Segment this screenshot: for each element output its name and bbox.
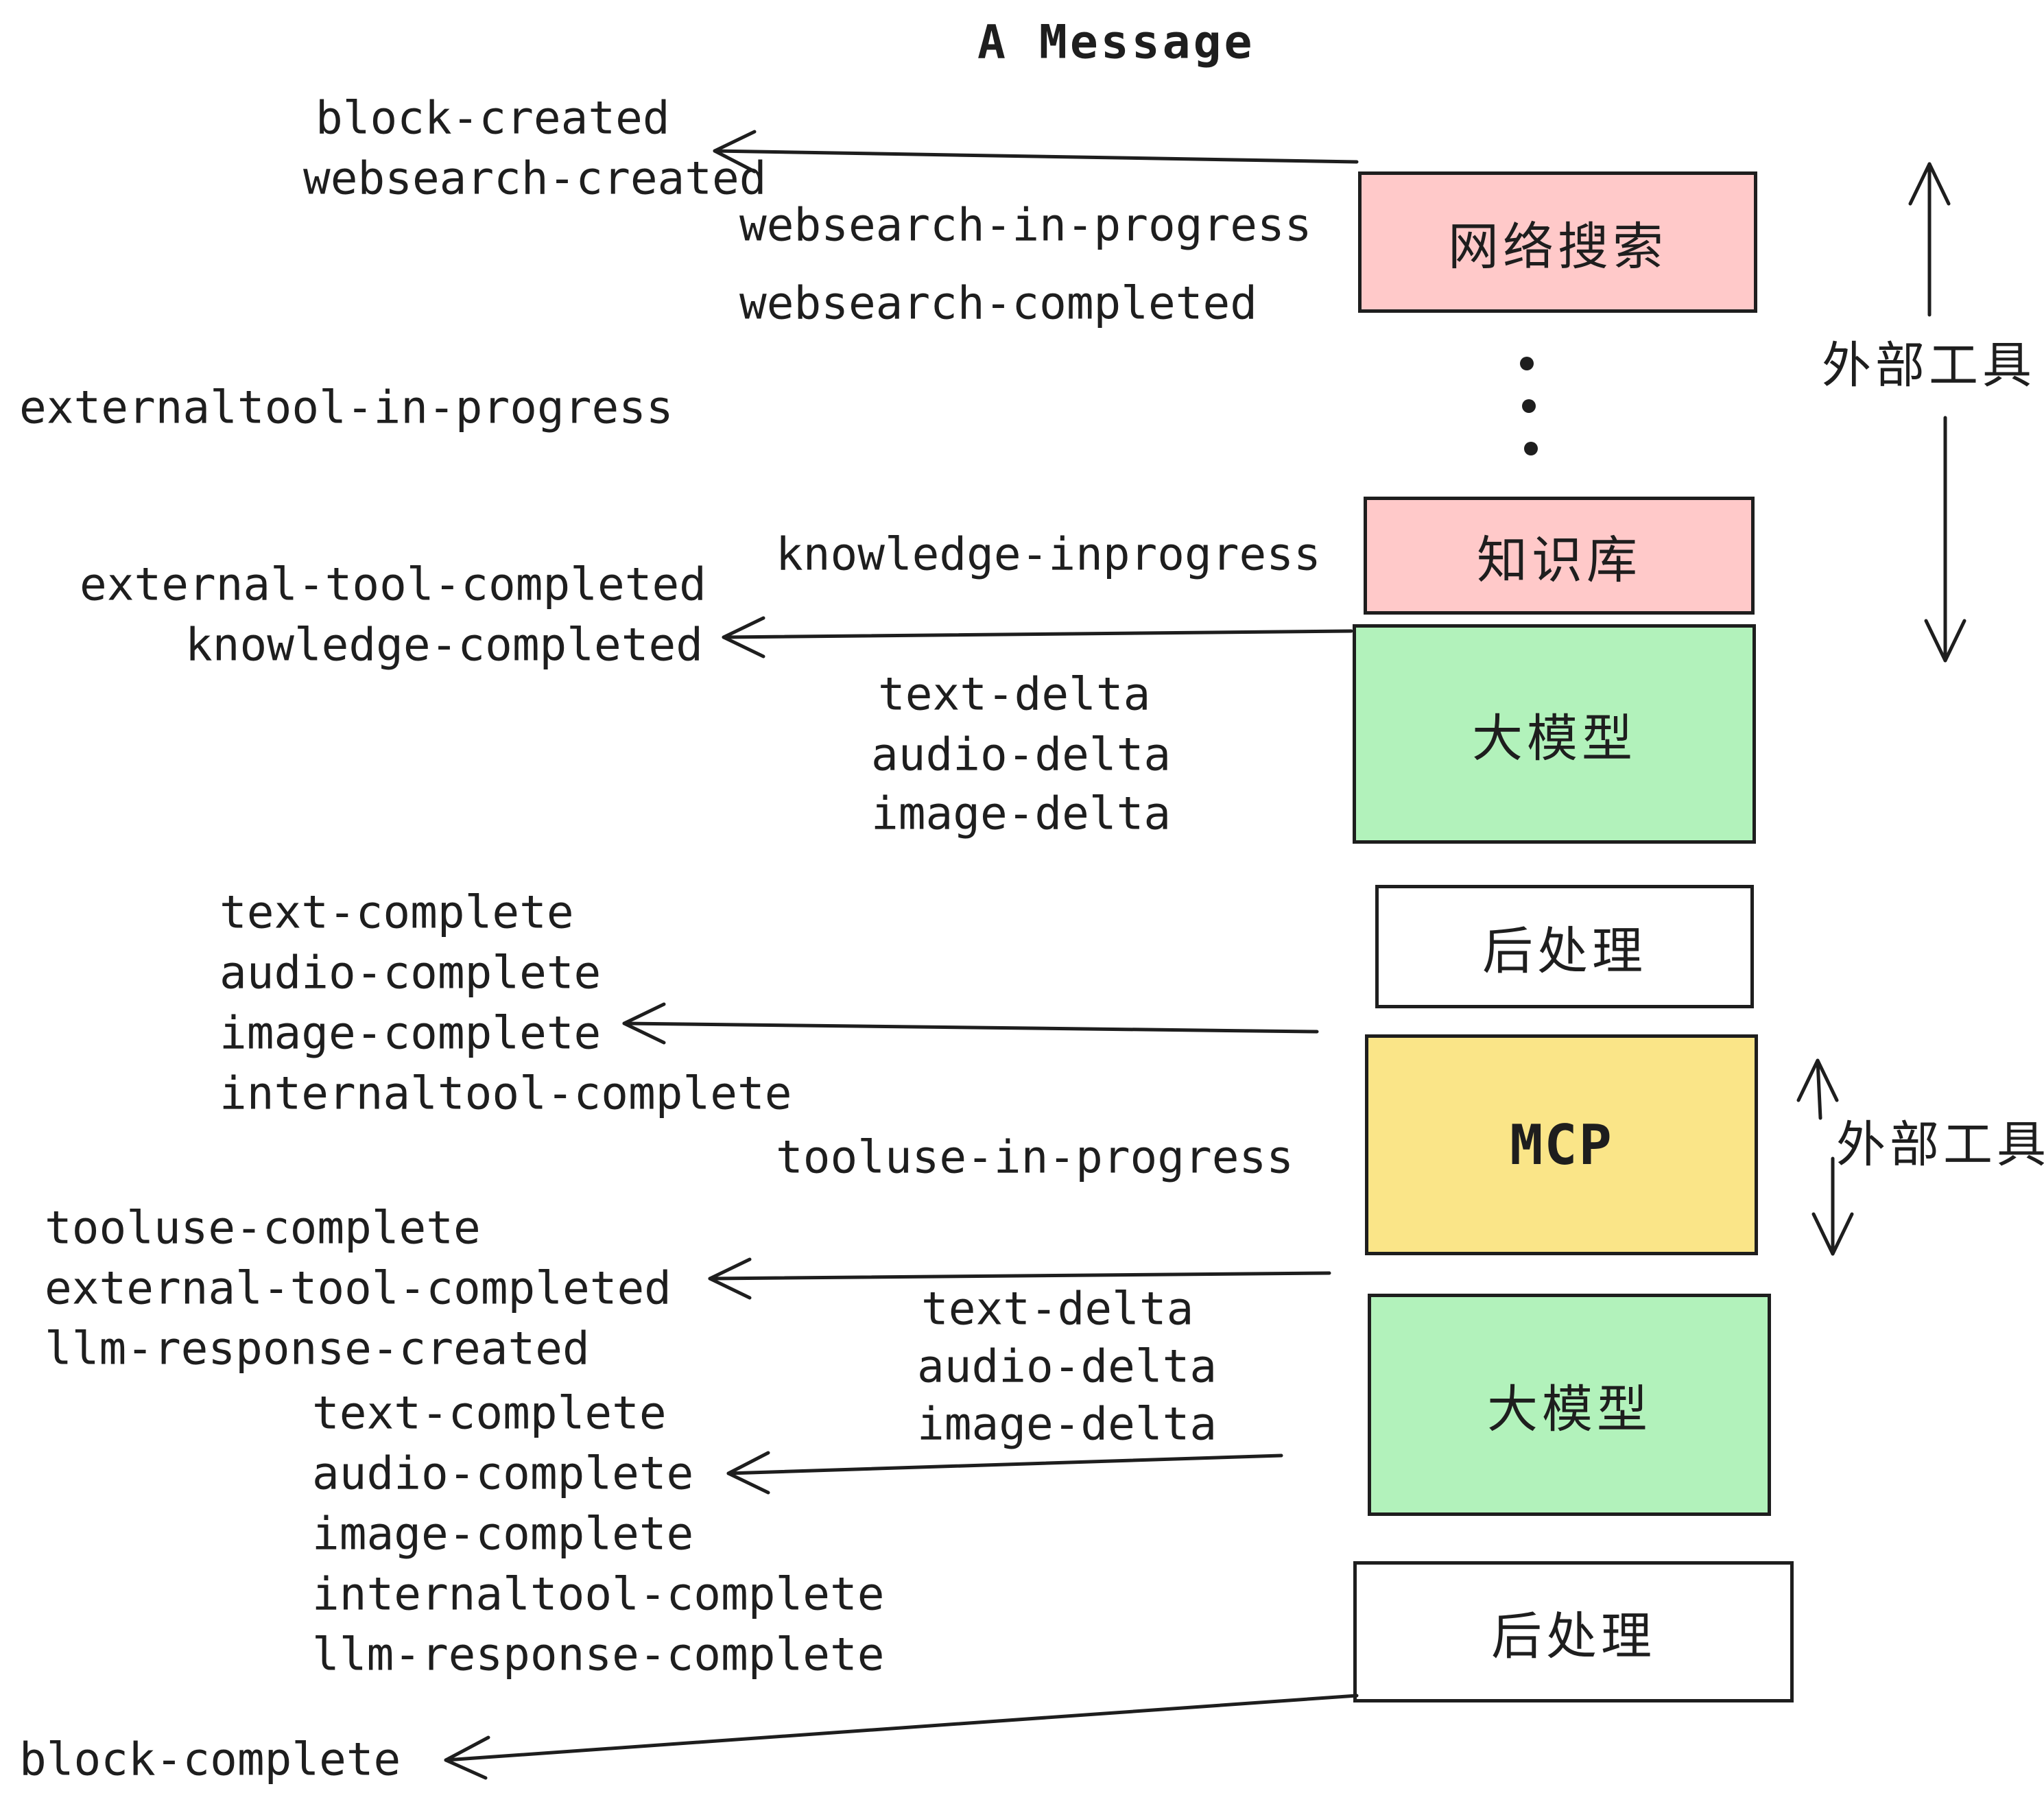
box-postprocess-1: 后处理 bbox=[1375, 885, 1754, 1008]
event-image-delta: image-delta bbox=[871, 787, 1172, 840]
event-audio-delta-2: audio-delta bbox=[917, 1340, 1217, 1393]
box-knowledge-base-label: 知识库 bbox=[1477, 531, 1641, 589]
box-llm-1-label: 大模型 bbox=[1472, 709, 1637, 767]
box-postprocess-2: 后处理 bbox=[1353, 1561, 1794, 1702]
event-knowledge-inprogress: knowledge-inprogress bbox=[776, 527, 1321, 581]
box-mcp: MCP bbox=[1365, 1034, 1758, 1255]
event-block-complete: block-complete bbox=[19, 1733, 401, 1786]
event-tooluse-complete: tooluse-complete bbox=[45, 1201, 481, 1255]
arrow-websearch-to-block-created bbox=[713, 130, 1359, 174]
event-websearch-in-progress: websearch-in-progress bbox=[739, 198, 1312, 252]
event-text-delta-2: text-delta bbox=[921, 1282, 1194, 1336]
event-websearch-completed: websearch-completed bbox=[739, 276, 1257, 330]
event-knowledge-completed: knowledge-completed bbox=[185, 618, 703, 672]
event-audio-delta: audio-delta bbox=[871, 728, 1172, 781]
box-postprocess-1-label: 后处理 bbox=[1482, 922, 1647, 980]
box-llm-1: 大模型 bbox=[1353, 624, 1756, 844]
external-tools-down-arrow-1 bbox=[1924, 416, 1966, 663]
event-audio-complete: audio-complete bbox=[219, 946, 602, 999]
event-internaltool-complete: internaltool-complete bbox=[219, 1067, 792, 1120]
event-websearch-created: websearch-created bbox=[303, 152, 767, 205]
event-audio-complete-2: audio-complete bbox=[312, 1447, 694, 1500]
event-internaltool-complete-2: internaltool-complete bbox=[312, 1567, 885, 1621]
event-image-complete-2: image-complete bbox=[312, 1507, 694, 1560]
event-image-complete: image-complete bbox=[219, 1006, 602, 1060]
event-llm-response-created: llm-response-created bbox=[45, 1322, 590, 1375]
box-websearch-label: 网络搜索 bbox=[1448, 217, 1667, 275]
box-mcp-label: MCP bbox=[1510, 1113, 1613, 1177]
box-postprocess-2-label: 后处理 bbox=[1491, 1607, 1656, 1665]
box-websearch: 网络搜索 bbox=[1358, 171, 1757, 313]
arrow-mcp-to-image-complete bbox=[622, 1002, 1319, 1045]
event-image-delta-2: image-delta bbox=[917, 1397, 1217, 1451]
ellipsis-dots bbox=[1520, 357, 1538, 455]
event-llm-response-complete: llm-response-complete bbox=[312, 1628, 885, 1681]
external-tools-up-arrow-1 bbox=[1908, 162, 1951, 317]
arrow-postprocess2-to-block-complete bbox=[444, 1694, 1359, 1780]
event-tooluse-in-progress: tooluse-in-progress bbox=[776, 1130, 1294, 1184]
event-block-created: block-created bbox=[316, 91, 670, 145]
box-llm-2: 大模型 bbox=[1368, 1294, 1771, 1516]
event-externaltool-in-progress: externaltool-in-progress bbox=[19, 381, 674, 434]
arrow-llm1-to-knowledge-completed bbox=[722, 616, 1353, 658]
side-label-external-tools-1: 外部工具 bbox=[1822, 338, 2036, 394]
box-llm-2-label: 大模型 bbox=[1487, 1380, 1652, 1438]
external-tools-up-arrow-2 bbox=[1796, 1058, 1839, 1120]
event-external-tool-completed-2: external-tool-completed bbox=[45, 1261, 672, 1315]
event-external-tool-completed: external-tool-completed bbox=[80, 558, 706, 611]
event-text-complete-2: text-complete bbox=[312, 1386, 667, 1440]
event-text-delta: text-delta bbox=[878, 667, 1151, 721]
diagram-title: A Message bbox=[977, 15, 1255, 70]
side-label-external-tools-2: 外部工具 bbox=[1836, 1117, 2044, 1173]
event-text-complete: text-complete bbox=[219, 886, 574, 939]
arrow-llm2-to-audio-complete bbox=[726, 1451, 1283, 1495]
box-knowledge-base: 知识库 bbox=[1364, 497, 1755, 615]
